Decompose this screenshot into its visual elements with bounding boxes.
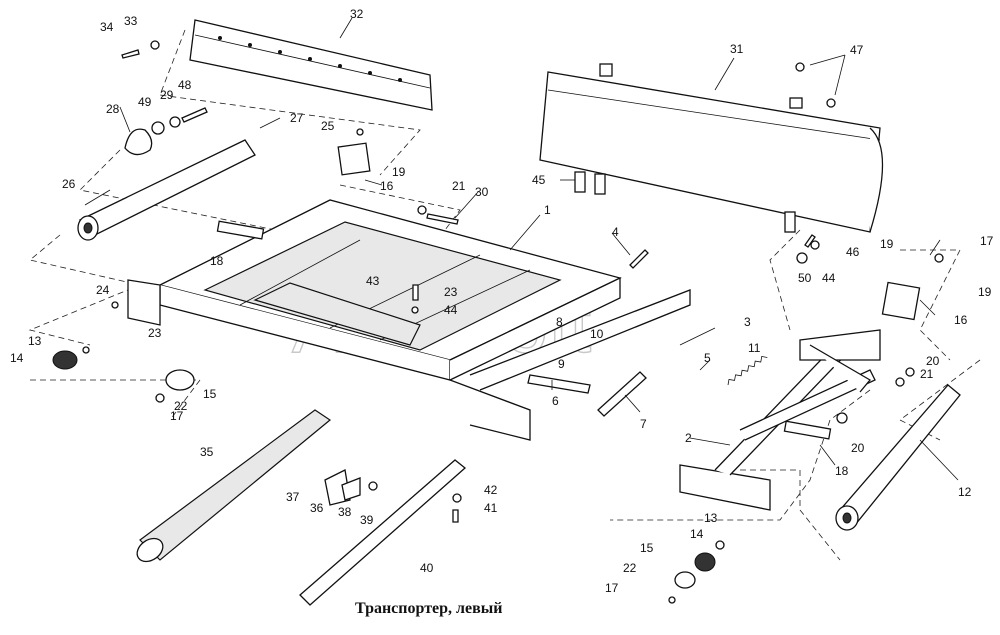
part-6-plate [527, 374, 591, 394]
part-14-bearing [694, 552, 716, 572]
callout-49: 49 [138, 95, 152, 109]
callout-19: 19 [392, 165, 406, 179]
part-35-belt-roll [136, 409, 332, 563]
part-38-clamp [341, 477, 361, 501]
callout-24: 24 [96, 283, 110, 297]
callout-35: 35 [200, 445, 214, 459]
callout-22: 22 [174, 399, 188, 413]
callout-43: 43 [366, 274, 380, 288]
callout-numbers: 1 2 3 4 5 6 7 8 9 10 11 12 13 13 14 14 1… [10, 7, 994, 595]
callout-3: 3 [744, 315, 751, 329]
callout-20: 20 [851, 441, 865, 455]
callout-1: 1 [544, 203, 551, 217]
callout-15: 15 [640, 541, 654, 555]
callout-28: 28 [106, 102, 120, 116]
part-7-link [597, 371, 647, 417]
callout-19: 19 [880, 237, 894, 251]
callout-27: 27 [290, 111, 304, 125]
callout-45: 45 [532, 173, 546, 187]
callout-9: 9 [558, 357, 565, 371]
callout-23: 23 [444, 285, 458, 299]
callout-36: 36 [310, 501, 324, 515]
part-18-bracket [216, 220, 265, 240]
callout-7: 7 [640, 417, 647, 431]
callout-17: 17 [980, 234, 994, 248]
callout-21: 21 [920, 367, 934, 381]
callout-22: 22 [623, 561, 637, 575]
callout-15: 15 [203, 387, 217, 401]
part-28-hub [124, 128, 153, 156]
callout-14: 14 [10, 351, 24, 365]
part-18-bracket [783, 420, 832, 440]
callout-13: 13 [704, 511, 718, 525]
callout-leaders [84, 17, 959, 481]
callout-50: 50 [798, 271, 812, 285]
callout-47: 47 [850, 43, 864, 57]
callout-13: 13 [28, 334, 42, 348]
callout-19: 19 [978, 285, 992, 299]
callout-17: 17 [605, 581, 619, 595]
callout-26: 26 [62, 177, 76, 191]
part-32-upper-shield [189, 19, 433, 111]
callout-18: 18 [835, 464, 849, 478]
callout-6: 6 [552, 394, 559, 408]
callout-40: 40 [420, 561, 434, 575]
callout-46: 46 [846, 245, 860, 259]
callout-21: 21 [452, 179, 466, 193]
callout-14: 14 [690, 527, 704, 541]
part-31-right-shield [539, 63, 884, 233]
part-12-roller [835, 384, 961, 531]
part-15-housing [165, 369, 195, 391]
callout-44: 44 [822, 271, 836, 285]
callout-10: 10 [590, 327, 604, 341]
diagram-caption: Транспортер, левый [355, 600, 502, 617]
callout-38: 38 [338, 505, 352, 519]
callout-18: 18 [210, 254, 224, 268]
callout-48: 48 [178, 78, 192, 92]
callout-37: 37 [286, 490, 300, 504]
callout-5: 5 [704, 351, 711, 365]
callout-23: 23 [148, 326, 162, 340]
callout-17: 17 [170, 409, 184, 423]
callout-4: 4 [612, 225, 619, 239]
callout-44: 44 [444, 303, 458, 317]
callout-20: 20 [926, 354, 940, 368]
callout-33: 33 [124, 14, 138, 28]
callout-30: 30 [475, 185, 489, 199]
part-43-channel [253, 282, 421, 346]
callout-34: 34 [100, 20, 114, 34]
callout-12: 12 [958, 485, 972, 499]
part-26-roller [77, 139, 256, 241]
callout-29: 29 [160, 88, 174, 102]
part-1-main-frame [127, 199, 691, 441]
part-40-slat [299, 459, 467, 606]
part-14-bearing [52, 350, 78, 370]
callout-11: 11 [748, 341, 761, 355]
callout-2: 2 [685, 431, 692, 445]
fasteners [82, 40, 944, 604]
part-2-lower-frame [679, 329, 881, 511]
callout-42: 42 [484, 483, 498, 497]
part-16-plate [881, 281, 921, 321]
callout-39: 39 [360, 513, 374, 527]
callout-32: 32 [350, 7, 364, 21]
callout-16: 16 [380, 179, 394, 193]
callout-8: 8 [556, 315, 563, 329]
callout-16: 16 [954, 313, 968, 327]
callout-25: 25 [321, 119, 335, 133]
part-16-plate [337, 142, 371, 176]
part-15-housing [674, 571, 696, 589]
part-11-spring [727, 356, 768, 386]
callout-41: 41 [484, 501, 498, 515]
callout-31: 31 [730, 42, 744, 56]
